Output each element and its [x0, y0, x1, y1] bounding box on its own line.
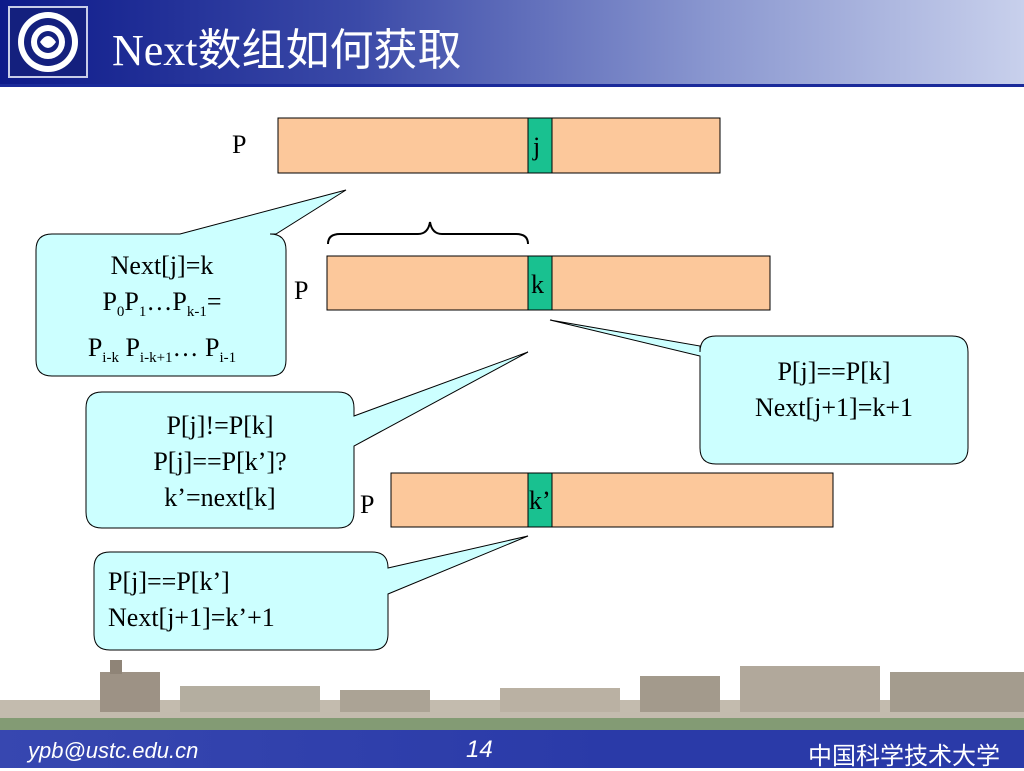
title-bar-underline — [0, 84, 1024, 87]
pattern-bar-1 — [277, 117, 721, 174]
marker-label-kprime: k’ — [529, 486, 551, 515]
next-definition-line-1: Next[j]=k — [110, 251, 214, 280]
callout-equal-kprime — [93, 535, 529, 651]
footer-university: 中国科学技术大学 — [808, 742, 1000, 770]
callout-equal-case — [549, 319, 969, 465]
row-label-1: P — [232, 130, 247, 159]
slide-title: Next数组如何获取 — [112, 26, 462, 75]
unequal-case-line-3: k’=next[k] — [164, 483, 276, 512]
next-definition-line-2: P0P1…Pk-1= — [102, 287, 222, 321]
marker-label-j: j — [533, 132, 541, 161]
unequal-case-text: P[j]!=P[k] P[j]==P[k’]? k’=next[k] — [88, 408, 352, 516]
equal-case-line-2: Next[j+1]=k+1 — [754, 393, 914, 422]
equal-kprime-text: P[j]==P[k’] Next[j+1]=k’+1 — [108, 564, 378, 636]
marker-j — [527, 117, 553, 174]
marker-k — [527, 255, 553, 311]
row-label-3: P — [360, 490, 375, 519]
equal-kprime-line-1: P[j]==P[k’] — [108, 567, 230, 596]
equal-case-line-1: P[j]==P[k] — [777, 357, 891, 386]
university-seal-icon — [18, 12, 78, 72]
footer-bar — [0, 730, 1024, 768]
prefix-brace — [327, 221, 529, 245]
unequal-case-line-1: P[j]!=P[k] — [166, 411, 274, 440]
title-bar — [0, 0, 1024, 86]
marker-label-k: k — [531, 270, 544, 299]
unequal-case-line-2: P[j]==P[k’]? — [153, 447, 287, 476]
equal-kprime-line-2: Next[j+1]=k’+1 — [108, 603, 275, 632]
campus-skyline — [0, 660, 1024, 730]
footer-email: ypb@ustc.edu.cn — [28, 738, 199, 763]
next-definition-line-3: Pi-k Pi-k+1… Pi-1 — [87, 333, 237, 367]
equal-case-text: P[j]==P[k] Next[j+1]=k+1 — [702, 354, 966, 426]
marker-kprime — [527, 472, 553, 528]
callout-next-definition — [35, 189, 347, 377]
university-logo — [8, 6, 88, 78]
row-label-2: P — [294, 276, 309, 305]
pattern-bar-3 — [390, 472, 834, 528]
callout-unequal-case — [85, 351, 529, 529]
page-number: 14 — [466, 736, 493, 763]
next-definition-text: Next[j]=k P0P1…Pk-1= Pi-k Pi-k+1… Pi-1 — [40, 248, 284, 376]
